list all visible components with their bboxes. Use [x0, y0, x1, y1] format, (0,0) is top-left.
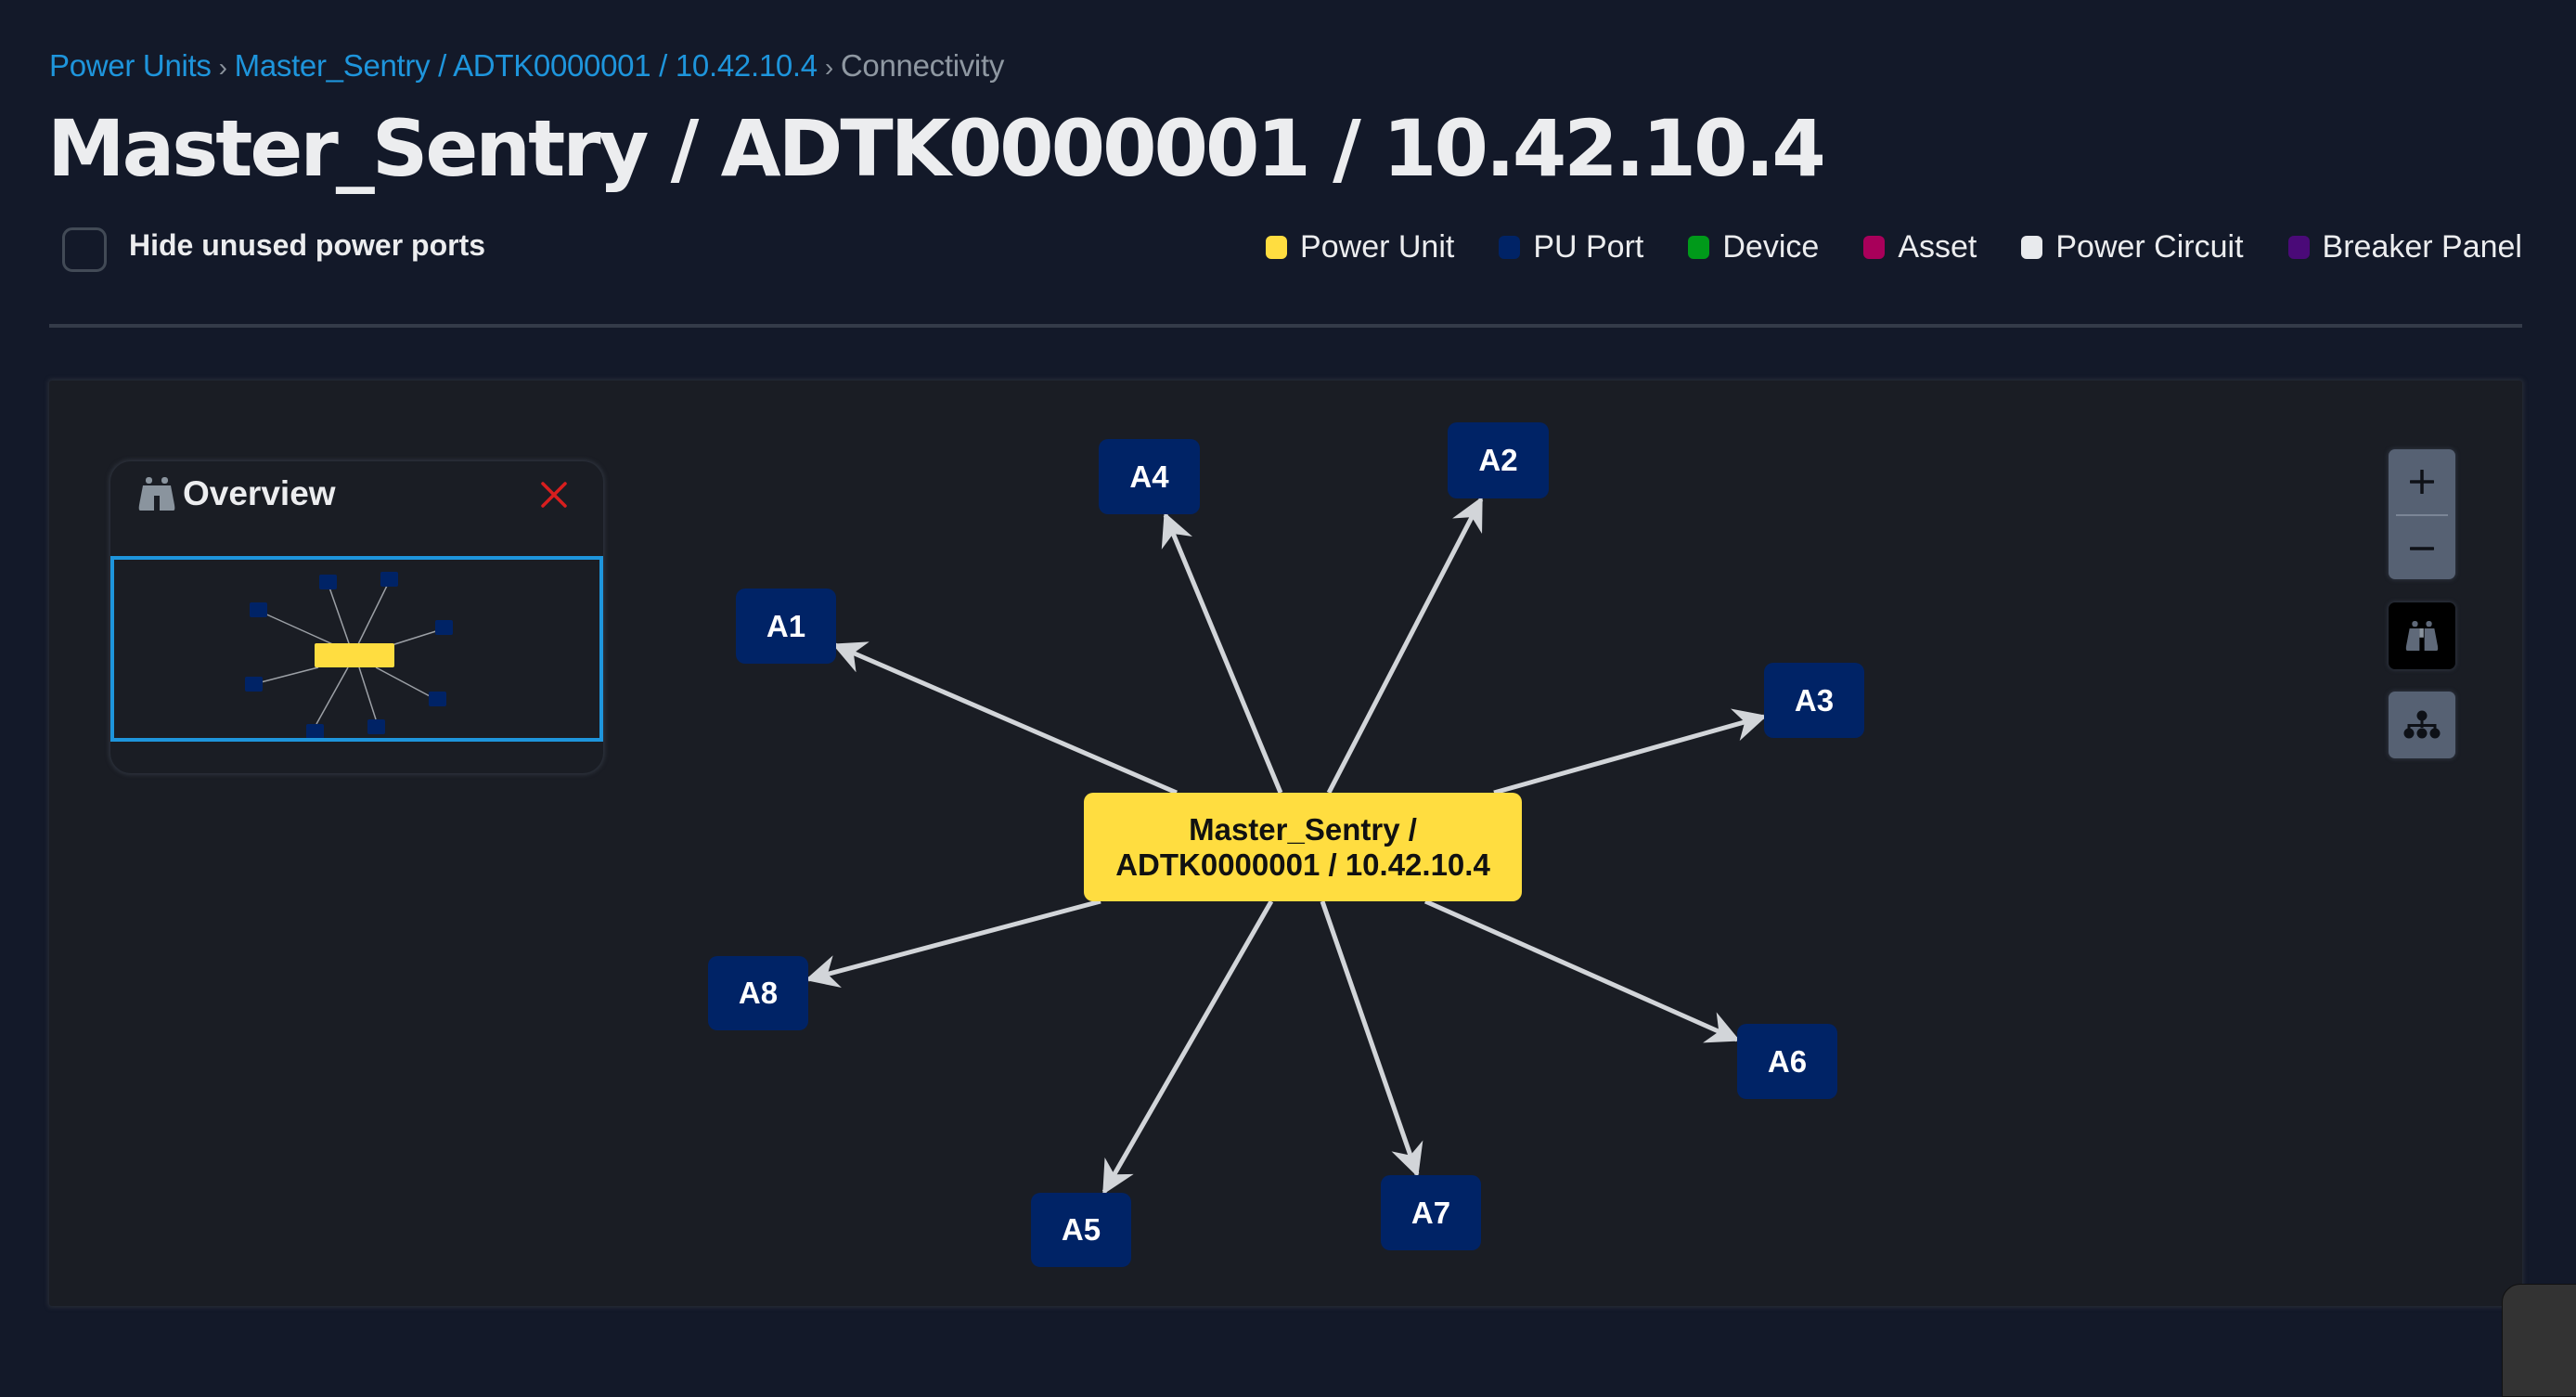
swatch-asset	[1863, 236, 1886, 259]
breadcrumb: Power Units›Master_Sentry / ADTK0000001 …	[49, 48, 1004, 84]
overview-panel: Overview	[110, 461, 603, 773]
graph-canvas[interactable]: Master_Sentry / ADTK0000001 / 10.42.10.4…	[49, 381, 2522, 1306]
port-label: A3	[1794, 682, 1835, 718]
page-title: Master_Sentry / ADTK0000001 / 10.42.10.4	[47, 103, 1826, 194]
swatch-pu-port	[1499, 236, 1521, 259]
zoom-controls	[2389, 449, 2455, 579]
legend-label: Device	[1722, 229, 1820, 265]
power-unit-node[interactable]: Master_Sentry / ADTK0000001 / 10.42.10.4	[1084, 793, 1522, 901]
legend-item-asset: Asset	[1863, 229, 1977, 265]
swatch-power-circuit	[2021, 236, 2043, 259]
edge-a8	[805, 899, 1101, 989]
legend-label: Breaker Panel	[2322, 229, 2522, 265]
breadcrumb-power-units[interactable]: Power Units	[49, 48, 212, 83]
layout-button[interactable]	[2389, 692, 2455, 758]
legend-item-breaker-panel: Breaker Panel	[2287, 229, 2522, 265]
port-node-a1[interactable]: A1	[736, 589, 836, 664]
edge-a1	[831, 641, 1178, 796]
port-label: A4	[1129, 459, 1169, 494]
overview-title: Overview	[183, 474, 336, 512]
power-unit-line2: ADTK0000001 / 10.42.10.4	[1115, 847, 1490, 882]
port-label: A1	[766, 608, 806, 643]
breadcrumb-current: Connectivity	[840, 48, 1005, 83]
breadcrumb-separator: ›	[824, 53, 833, 82]
legend-item-pu-port: PU Port	[1499, 229, 1643, 265]
hide-unused-checkbox[interactable]	[62, 227, 107, 272]
port-node-a8[interactable]: A8	[708, 956, 808, 1030]
minimap-graph	[245, 572, 453, 739]
port-node-a4[interactable]: A4	[1099, 439, 1200, 514]
swatch-device	[1688, 236, 1710, 259]
swatch-breaker-panel	[2287, 236, 2310, 259]
overview-minimap[interactable]	[110, 556, 603, 742]
hierarchy-icon	[2403, 710, 2441, 739]
legend-label: Power Unit	[1300, 229, 1455, 265]
binoculars-icon	[138, 477, 175, 511]
legend-label: Power Circuit	[2055, 229, 2244, 265]
edge-a2	[1326, 496, 1484, 795]
legend-item-power-unit: Power Unit	[1266, 229, 1454, 265]
edge-a5	[1101, 899, 1274, 1196]
binoculars-icon	[2405, 621, 2439, 651]
zoom-separator	[2396, 514, 2448, 516]
power-unit-line1: Master_Sentry /	[1189, 811, 1417, 847]
legend-item-device: Device	[1688, 229, 1819, 265]
divider	[49, 324, 2522, 328]
port-node-a2[interactable]: A2	[1448, 422, 1549, 498]
port-node-a5[interactable]: A5	[1031, 1193, 1131, 1267]
port-label: A8	[738, 976, 779, 1010]
legend-label: Asset	[1898, 229, 1977, 265]
port-label: A7	[1410, 1195, 1451, 1230]
edge-a3	[1493, 708, 1768, 796]
legend-item-power-circuit: Power Circuit	[2021, 229, 2244, 265]
hide-unused-option[interactable]: Hide unused power ports	[62, 227, 485, 272]
hide-unused-label[interactable]: Hide unused power ports	[129, 227, 486, 262]
graph-edges	[805, 496, 1768, 1196]
edge-a4	[1161, 511, 1283, 794]
legend: Power Unit PU Port Device Asset Power Ci…	[1266, 229, 2522, 265]
edge-a6	[1423, 899, 1741, 1043]
close-icon[interactable]	[540, 481, 568, 509]
plus-icon	[2410, 470, 2434, 494]
floating-widget[interactable]	[2502, 1284, 2576, 1397]
overview-header: Overview	[138, 474, 336, 513]
toggle-overview-button[interactable]	[2389, 602, 2455, 669]
port-label: A6	[1767, 1043, 1808, 1079]
port-label: A5	[1061, 1212, 1101, 1247]
zoom-out-button[interactable]	[2389, 516, 2455, 579]
zoom-in-button[interactable]	[2389, 449, 2455, 514]
swatch-power-unit	[1266, 236, 1288, 259]
port-node-a3[interactable]: A3	[1764, 663, 1864, 738]
edge-a7	[1320, 900, 1423, 1178]
minus-icon	[2410, 547, 2434, 550]
port-label: A2	[1478, 443, 1518, 477]
breadcrumb-separator: ›	[218, 53, 227, 82]
legend-label: PU Port	[1533, 229, 1644, 265]
breadcrumb-power-unit[interactable]: Master_Sentry / ADTK0000001 / 10.42.10.4	[234, 48, 818, 83]
port-node-a7[interactable]: A7	[1381, 1175, 1481, 1250]
port-node-a6[interactable]: A6	[1737, 1024, 1837, 1099]
